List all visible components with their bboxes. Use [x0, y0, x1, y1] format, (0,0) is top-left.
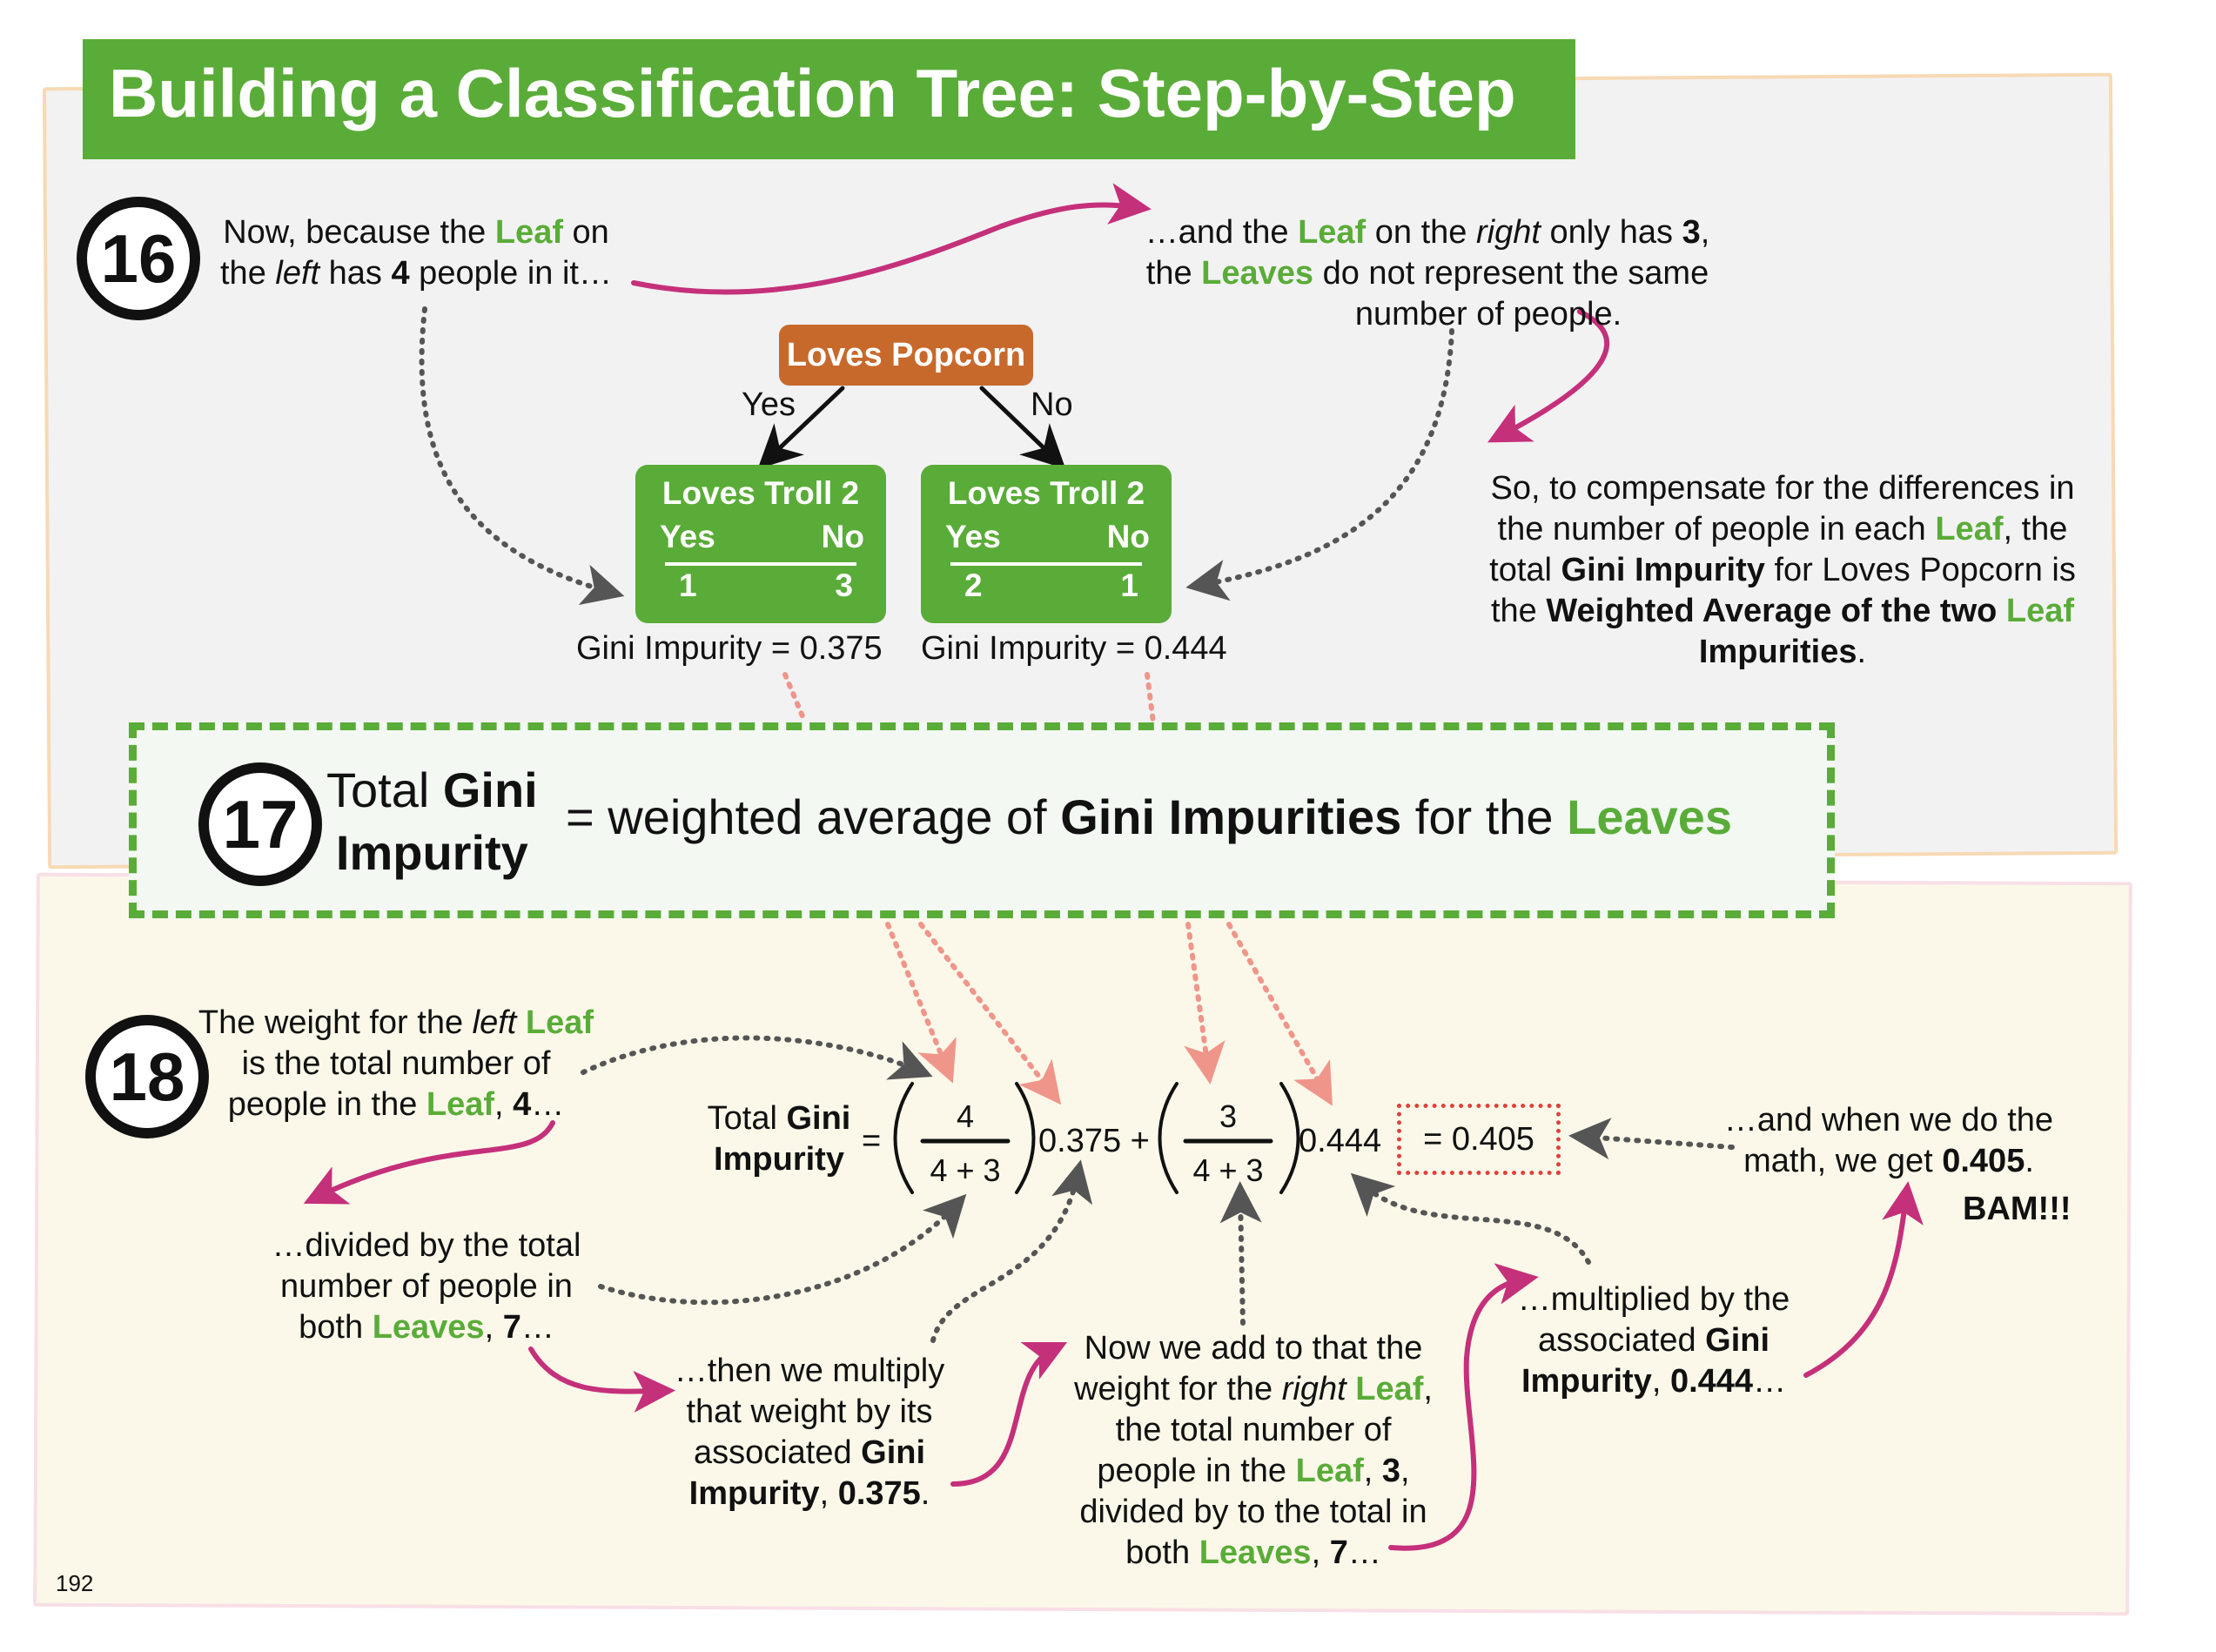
salmon-arrow-5	[1184, 922, 1226, 1085]
right-leaf-no-count: 1	[1120, 567, 1138, 603]
right-leaf-yes-header: Yes	[945, 519, 1001, 554]
step16-right-text: …and the Leaf on the right only has 3, t…	[1145, 214, 1710, 332]
left-leaf-yes-header: Yes	[660, 519, 715, 554]
step17-rhs: = weighted average of Gini Impurities fo…	[566, 789, 1733, 844]
equation-equals: =	[862, 1123, 882, 1159]
fraction-2-denominator: 4 + 3	[1192, 1152, 1264, 1188]
salmon-arrow-1	[782, 672, 808, 725]
arrow-divided-to-den1	[598, 1193, 967, 1306]
title-bar	[83, 39, 1575, 159]
equation-lhs: Total Gini Impurity	[707, 1100, 851, 1178]
tree-yes-label: Yes	[742, 386, 796, 423]
paren-open-2	[1158, 1082, 1179, 1194]
salmon-arrow-2	[1145, 672, 1156, 725]
page-title: Building a Classification Tree: Step-by-…	[109, 55, 1516, 131]
step18-multiplied-text: …multiplied by the associated Gini Impur…	[1517, 1281, 1790, 1400]
step18-multiply-text: …then we multiply that weight by its ass…	[674, 1353, 945, 1512]
tree-edge-yes	[757, 386, 845, 469]
arrow-math-to-result	[1568, 1118, 1735, 1160]
salmon-arrow-6	[1226, 922, 1333, 1106]
right-leaf-title: Loves Troll 2	[947, 475, 1145, 511]
step18-weight-left-text: The weight for the left Leaf is the tota…	[198, 1004, 594, 1123]
step17-definition-box	[129, 722, 1835, 918]
arrow-add-to-multiplied	[1388, 1263, 1539, 1551]
fraction-1-numerator: 4	[956, 1098, 975, 1134]
arrow-weight-to-num1	[581, 1035, 933, 1080]
tree-edge-no	[979, 386, 1066, 469]
salmon-arrow-4	[918, 922, 1062, 1105]
arrow-divided-to-multiply	[528, 1346, 675, 1413]
bam-exclamation: BAM!!!	[1963, 1191, 2072, 1227]
left-leaf-title: Loves Troll 2	[661, 475, 860, 511]
right-leaf-yes-count: 2	[964, 567, 983, 603]
step16-left-text: Now, because the Leaf on the left has 4 …	[220, 214, 612, 292]
paren-close-2	[1279, 1082, 1300, 1194]
right-leaf: Loves Troll 2 Yes No 2 1	[921, 465, 1172, 623]
step18-add-right-text: Now we add to that the weight for the ri…	[1074, 1330, 1433, 1571]
step17-lhs: Total Gini Impurity	[326, 762, 538, 880]
right-leaf-gini: Gini Impurity = 0.444	[921, 630, 1227, 667]
left-leaf-no-count: 3	[835, 567, 853, 603]
step-16-circle: 16	[77, 197, 200, 320]
arrow-multiplied-to-val2	[1350, 1172, 1591, 1265]
arrow-left-to-right-leaf-text	[631, 183, 1152, 295]
page-number: 192	[56, 1570, 94, 1596]
equation-gini-right: 0.444	[1299, 1123, 1382, 1159]
left-leaf-yes-count: 1	[679, 567, 697, 603]
step18-math-text: …and when we do the math, we get 0.405.	[1723, 1102, 2054, 1179]
arrow-to-compensate	[1487, 309, 1609, 443]
paren-close-1	[1015, 1082, 1036, 1194]
arrow-multiply-to-add	[950, 1341, 1068, 1487]
arrow-multiply-to-val1	[930, 1159, 1093, 1343]
equation-gini-left: 0.375 +	[1038, 1123, 1150, 1159]
fraction-1-denominator: 4 + 3	[930, 1152, 1001, 1188]
equation-result: = 0.405	[1397, 1104, 1561, 1175]
arrow-multiplied-to-math	[1803, 1181, 1924, 1378]
step18-divided-text: …divided by the total number of people i…	[272, 1227, 581, 1346]
step16-compensate-text: So, to compensate for the differences in…	[1489, 470, 2076, 670]
arrow-add-to-den2	[1219, 1181, 1262, 1326]
fraction-2-numerator: 3	[1219, 1098, 1238, 1134]
left-leaf-no-header: No	[821, 519, 864, 554]
left-leaf-gini: Gini Impurity = 0.375	[576, 630, 883, 667]
tree-root-node: Loves Popcorn	[779, 325, 1033, 386]
right-leaf-divider	[950, 562, 1142, 566]
salmon-arrow-3	[885, 922, 957, 1084]
arrow-weight-to-divided	[303, 1120, 555, 1205]
paren-open-1	[893, 1082, 914, 1194]
arrow-left-text-to-left-leaf	[419, 306, 625, 606]
step-17-circle: 17	[198, 762, 322, 886]
tree-no-label: No	[1031, 386, 1073, 423]
left-leaf-divider	[665, 562, 856, 566]
arrow-right-text-to-right-leaf	[1185, 328, 1454, 601]
right-leaf-no-header: No	[1106, 519, 1150, 554]
left-leaf: Loves Troll 2 Yes No 1 3	[635, 465, 886, 623]
